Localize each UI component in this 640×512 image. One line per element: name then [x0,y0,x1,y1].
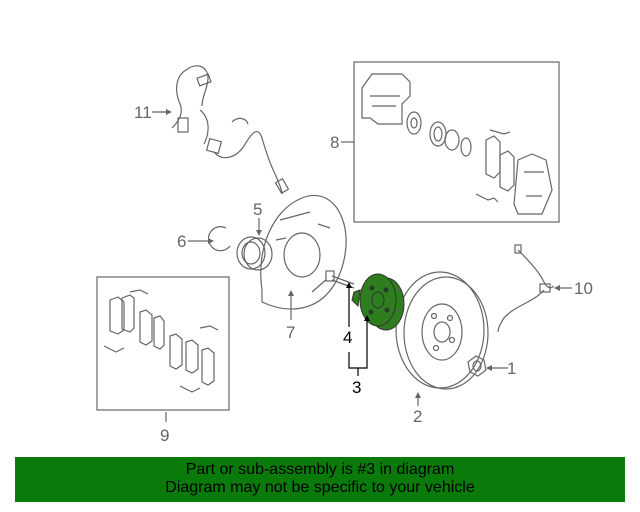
dust-shield [260,194,347,310]
callout-2: 2 [413,407,422,426]
caliper-assembly [361,73,553,215]
wheel-hub-highlighted [351,273,405,331]
hub-nut [467,355,487,377]
brake-pads [103,289,219,393]
snap-ring [207,226,231,252]
info-banner: Part or sub-assembly is #3 in diagram Di… [15,457,625,502]
banner-line-2: Diagram may not be specific to your vehi… [165,479,475,496]
callout-7: 7 [286,323,295,342]
wheel-bearing [236,236,273,271]
callout-8: 8 [330,133,339,152]
callout-9: 9 [160,426,169,445]
callout-3: 3 [352,378,361,397]
abs-sensor-harness [171,65,283,195]
pad-kit-box [96,276,230,411]
callout-11: 11 [134,103,152,122]
brake-rotor [395,271,489,390]
caliper-kit-box [353,61,560,223]
arrowheads-dark [346,282,370,321]
callout-5: 5 [253,200,262,219]
arrowheads [166,109,560,398]
callout-10: 10 [574,279,593,298]
banner-line-1: Part or sub-assembly is #3 in diagram [185,461,455,478]
brake-hose [497,249,555,333]
callout-6: 6 [177,232,186,251]
bracket-3-4 [348,285,368,376]
callout-4: 4 [343,328,352,347]
callout-1: 1 [507,359,516,378]
